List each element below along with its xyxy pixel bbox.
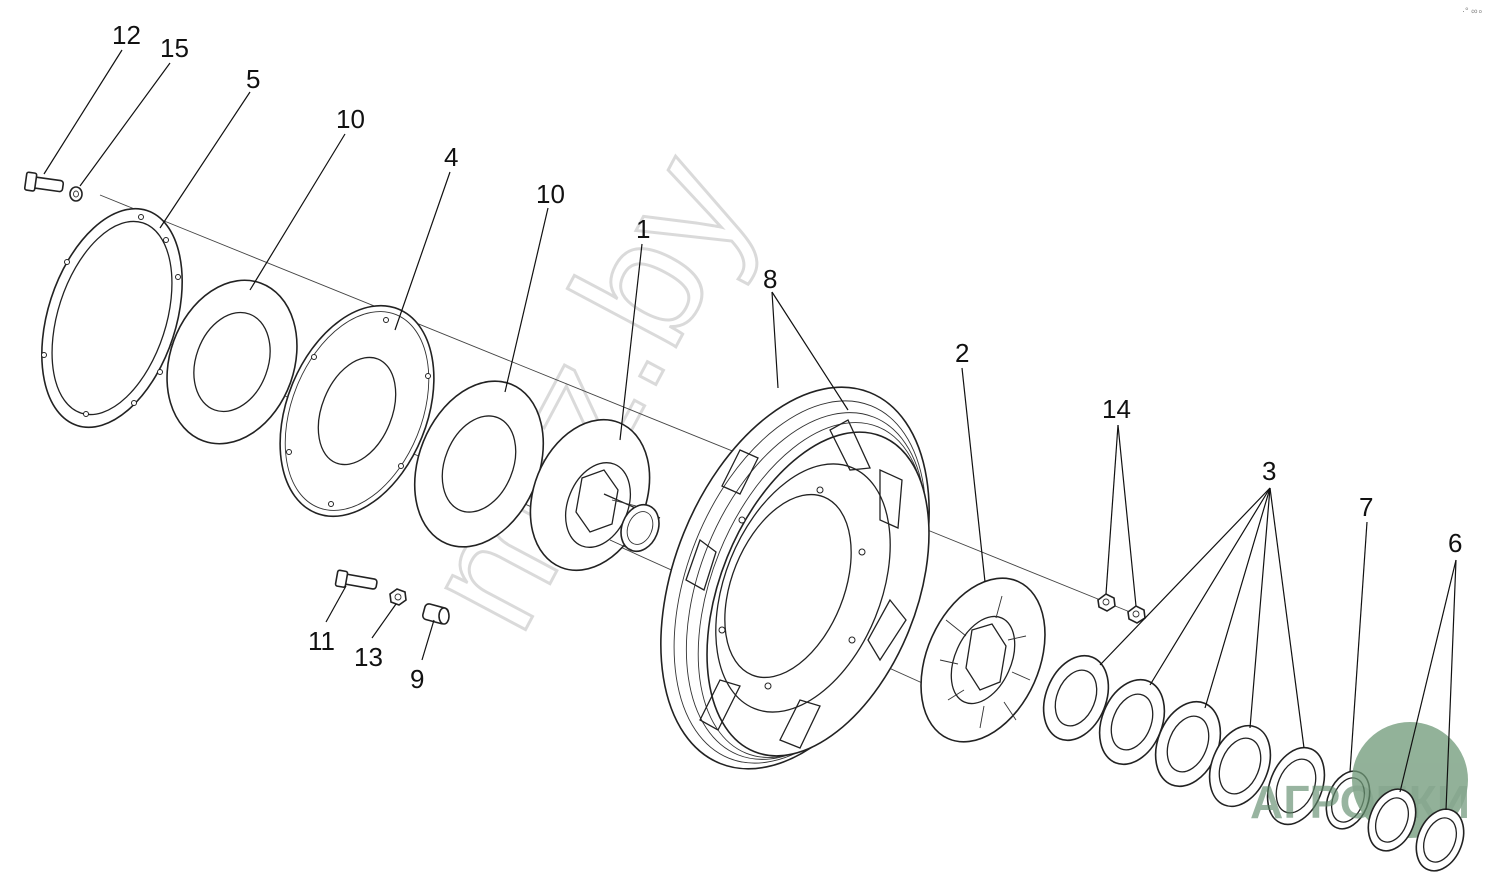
part-10-ring-b <box>413 380 545 548</box>
callout-2: 2 <box>955 338 969 368</box>
part-9-bushing <box>421 603 450 625</box>
part-2-flange <box>920 577 1046 743</box>
part-3-shims <box>1042 654 1326 826</box>
callout-13: 13 <box>354 642 383 672</box>
callout-10b: 10 <box>536 179 565 209</box>
callout-labels: 12 15 5 10 4 10 1 8 2 14 3 7 6 11 13 9 <box>112 20 1462 694</box>
part-5-gasket <box>41 207 183 429</box>
part-13-nut <box>389 588 407 606</box>
callout-15: 15 <box>160 33 189 63</box>
callout-8: 8 <box>763 264 777 294</box>
callout-4: 4 <box>444 142 458 172</box>
part-10-ring-a <box>166 279 298 445</box>
callout-11: 11 <box>308 626 335 656</box>
callout-6: 6 <box>1448 528 1462 558</box>
callout-1: 1 <box>636 214 650 244</box>
callout-9: 9 <box>410 664 424 694</box>
callout-5: 5 <box>246 64 260 94</box>
part-4-plate <box>279 304 435 518</box>
part-8-pulley <box>660 386 930 770</box>
callout-12: 12 <box>112 20 141 50</box>
part-6-nuts <box>1367 788 1465 872</box>
part-15-washer <box>69 186 83 202</box>
callout-3: 3 <box>1262 456 1276 486</box>
part-1-hub <box>529 418 661 572</box>
part-12-bolt <box>23 171 65 193</box>
callout-10a: 10 <box>336 104 365 134</box>
leader-lines <box>43 49 1457 811</box>
callout-14: 14 <box>1102 394 1131 424</box>
callout-7: 7 <box>1359 492 1373 522</box>
corner-mark: ·° ∞∘ <box>1462 6 1483 16</box>
part-11-bolt <box>334 569 378 590</box>
